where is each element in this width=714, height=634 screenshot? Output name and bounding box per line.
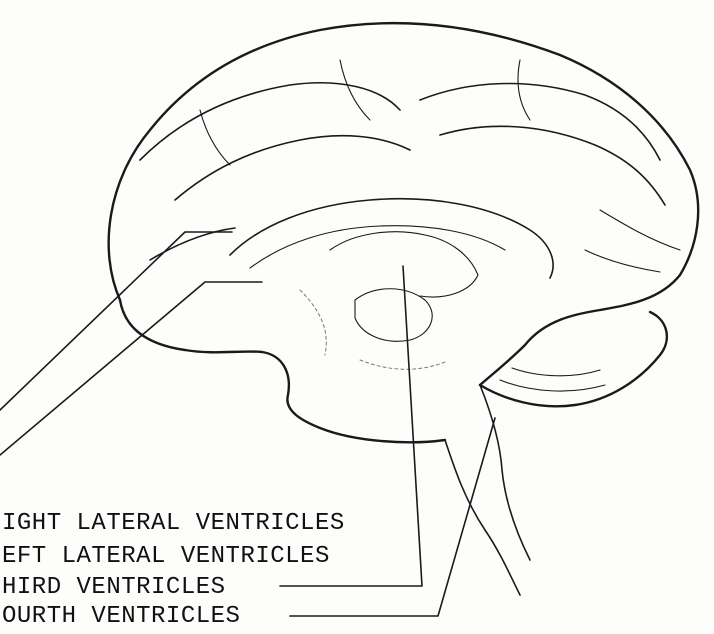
label-left-lateral-ventricles: EFT LATERAL VENTRICLES	[2, 545, 330, 569]
label-third-ventricles: HIRD VENTRICLES	[2, 576, 226, 600]
label-fourth-ventricles: OURTH VENTRICLES	[2, 605, 240, 629]
label-right-lateral-ventricles: IGHT LATERAL VENTRICLES	[2, 512, 345, 536]
